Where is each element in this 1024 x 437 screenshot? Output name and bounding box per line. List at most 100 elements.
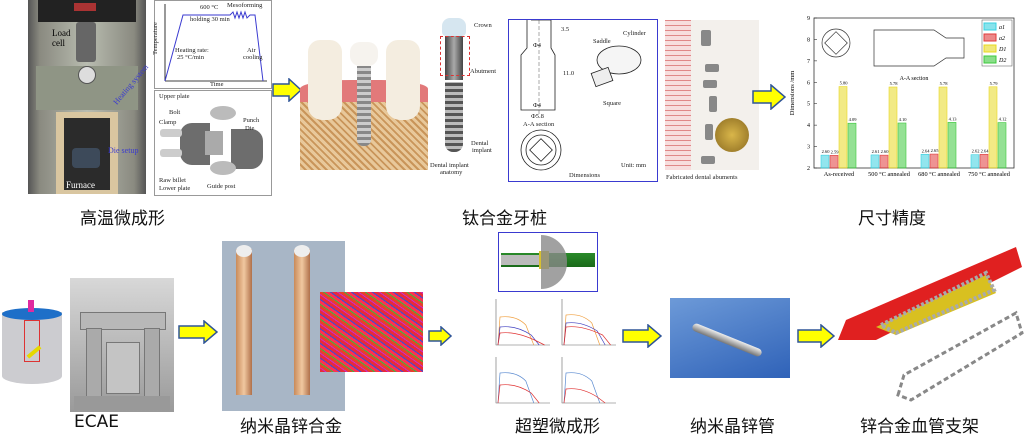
bolt-label: Bolt	[169, 109, 181, 116]
stress-strain-curve	[563, 326, 611, 346]
caption-nano-zn-tube: 纳米晶锌管	[690, 417, 775, 437]
die-setup-label: Die setup	[108, 146, 139, 155]
time-axis-label: Time	[210, 81, 224, 88]
bar-value-label: 2.61	[872, 149, 880, 154]
y-tick-label: 9	[807, 16, 810, 22]
ecae-schematic	[2, 300, 62, 384]
dim-3-5-label: 3.5	[561, 26, 570, 33]
stress-strain-curve	[563, 388, 606, 404]
stress-strain-curve	[497, 316, 535, 346]
zinc-tube-photo	[670, 298, 790, 378]
ecae-machine-photo	[70, 278, 174, 412]
stress-strain-curve	[563, 314, 601, 346]
heating-rate-label: Heating rate:	[175, 47, 209, 54]
bar-value-label: 2.62	[972, 149, 980, 154]
inset-square	[824, 31, 848, 55]
fabricated-abutments-photo	[665, 20, 759, 170]
subplot-axes	[495, 357, 550, 404]
stent-illustration	[838, 247, 1024, 402]
bar-value-label: 5.78	[890, 81, 899, 86]
arrow-icon	[178, 320, 218, 344]
bar	[870, 154, 880, 169]
load-cell-label: Load cell	[52, 28, 71, 48]
legend-label: D2	[998, 58, 1006, 64]
bar	[829, 155, 839, 169]
bar-value-label: 2.64	[981, 148, 990, 153]
mesoforming-label: Mesoforming	[227, 2, 263, 9]
bar	[929, 153, 939, 169]
section-label: A-A section	[523, 121, 555, 128]
abutment-label: Abutment	[470, 68, 496, 75]
x-tick-label: 750 °C annealed	[968, 171, 1011, 178]
subplot-axes	[561, 357, 616, 404]
y-tick-label: 8	[807, 37, 810, 43]
hold-time-label: holding 30 min	[190, 16, 230, 23]
upper-plate-label: Upper plate	[159, 93, 190, 100]
y-tick-label: 6	[807, 80, 810, 86]
cooling-label: cooling	[243, 54, 263, 61]
stress-strain-curve	[497, 384, 540, 404]
bar-value-label: 4.13	[949, 116, 958, 121]
dental-label: Dental	[471, 140, 489, 147]
heating-rate-value: 25 °C/min	[177, 54, 204, 61]
bar-value-label: 2.60	[881, 149, 890, 154]
bar-value-label: 2.60	[822, 149, 831, 154]
stress-strain-curve	[563, 322, 606, 346]
square-label: Square	[603, 100, 622, 107]
stress-strain-curves	[495, 299, 616, 404]
bar	[970, 154, 980, 169]
bar	[997, 122, 1007, 169]
legend-label: a1	[999, 25, 1005, 31]
crown-label: Crown	[474, 22, 492, 29]
furnace-label: Furnace	[66, 180, 95, 190]
implant-anatomy: Crown Abutment Dental implant Dental imp…	[430, 10, 510, 180]
bar-value-label: 2.65	[931, 148, 940, 153]
arrow-icon	[752, 84, 786, 110]
dim-11-label: 11.0	[563, 70, 575, 77]
bar	[838, 86, 848, 169]
punch-label: Punch	[243, 117, 260, 124]
clamp-label: Clamp	[159, 119, 177, 126]
phi4-label: Φ4	[533, 42, 542, 49]
caption-dim-accuracy: 尺寸精度	[858, 209, 926, 229]
bar-value-label: 4.12	[999, 117, 1007, 122]
inset-label: A-A section	[900, 76, 929, 82]
inset-profile	[873, 29, 965, 67]
bar	[947, 122, 957, 169]
caption-superplastic: 超塑微成形	[515, 417, 600, 437]
saddle-label: Saddle	[593, 38, 611, 45]
bar-value-label: 2.64	[922, 148, 931, 153]
arrow-icon	[428, 326, 452, 346]
arrow-icon	[622, 324, 662, 348]
inset-circle	[821, 28, 851, 58]
die-setup-panel: Upper plate Bolt Clamp Punch Die Raw bil…	[154, 90, 272, 196]
bar-value-label: 4.09	[849, 117, 858, 122]
bar-value-label: 5.79	[990, 81, 999, 86]
y-tick-label: 5	[807, 102, 810, 108]
bar	[897, 122, 907, 169]
bar	[888, 86, 898, 169]
die-label: Die	[245, 125, 255, 132]
subplot-axes	[561, 299, 616, 346]
stress-strain-curve	[497, 372, 535, 404]
caption-zn-stent: 锌合金血管支架	[860, 417, 979, 437]
raw-billet-label: Raw billet	[159, 177, 186, 184]
legend-swatch	[983, 22, 997, 31]
air-label: Air	[247, 47, 256, 54]
bar	[920, 153, 930, 169]
arrow-icon	[797, 324, 835, 348]
bar	[879, 154, 889, 169]
caption-ti-abutment: 钛合金牙桩	[462, 209, 547, 229]
bar-value-label: 5.80	[840, 81, 849, 86]
abutments-caption: Fabricated dental abuments	[666, 174, 738, 181]
dimensions-drawing: Φ4 3.5 11.0 Φ4 Φ5.8 A-A section Saddle C…	[508, 19, 658, 182]
subplot-axes	[495, 299, 550, 346]
x-tick-label: 680 °C annealed	[918, 171, 961, 178]
x-tick-label: As-received	[824, 171, 855, 178]
legend-swatch	[983, 55, 997, 64]
x-tick-label: 500 °C annealed	[868, 171, 911, 178]
cylinder-label: Cylinder	[623, 30, 646, 37]
bar-value-label: 5.78	[940, 81, 949, 86]
hold-temp-label: 600 °C	[200, 4, 219, 11]
